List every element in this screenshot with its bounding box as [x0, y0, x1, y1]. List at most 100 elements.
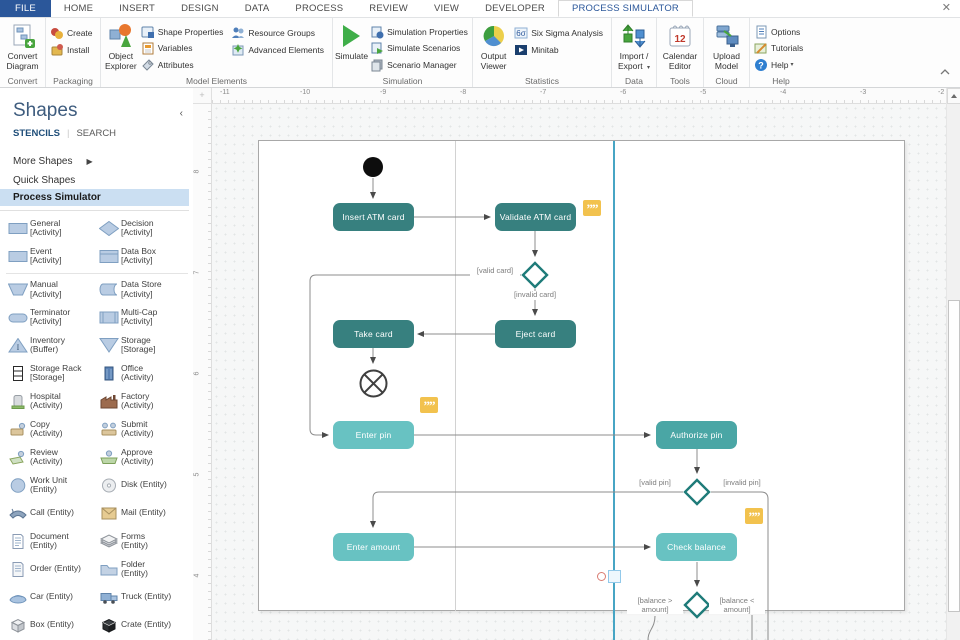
note-icon-enter-pin[interactable]: ””: [420, 397, 438, 413]
output-viewer-button[interactable]: Output Viewer: [475, 20, 512, 73]
convert-diagram-button[interactable]: Convert Diagram: [2, 20, 43, 73]
factory-activity-icon: [97, 394, 121, 409]
scrollbar-up-icon[interactable]: [947, 88, 960, 104]
tab-process[interactable]: PROCESS: [295, 3, 344, 14]
shape-folder-entity[interactable]: Folder(Entity): [97, 555, 188, 583]
resource-groups-button[interactable]: Resource Groups: [229, 24, 330, 41]
minitab-button[interactable]: Minitab: [512, 41, 609, 58]
shape-approve-activity[interactable]: Approve(Activity): [97, 443, 188, 471]
group-statistics: Output Viewer 6σ Six Sigma Analysis Mini…: [473, 18, 612, 87]
decision-pin-valid[interactable]: [683, 478, 711, 506]
shape-office-activity[interactable]: Office(Activity): [97, 359, 188, 387]
node-insert-atm-card[interactable]: Insert ATM card: [333, 203, 414, 231]
shape-data-box-activity[interactable]: Data Box[Activity]: [97, 242, 188, 270]
shape-terminator-activity[interactable]: Terminator[Activity]: [6, 303, 97, 331]
node-enter-amount[interactable]: Enter amount: [333, 533, 414, 561]
shape-work-unit-entity[interactable]: Work Unit(Entity): [6, 471, 97, 499]
advanced-elements-button[interactable]: Advanced Elements: [229, 41, 330, 58]
tab-stencils[interactable]: STENCILS: [13, 128, 60, 139]
tab-review[interactable]: REVIEW: [369, 3, 408, 14]
shape-disk-entity[interactable]: Disk (Entity): [97, 471, 188, 499]
shape-properties-button[interactable]: Shape Properties: [139, 24, 230, 40]
six-sigma-button[interactable]: 6σ Six Sigma Analysis: [512, 24, 609, 41]
scrollbar-thumb[interactable]: [948, 300, 960, 612]
object-explorer-button[interactable]: Object Explorer: [103, 20, 139, 73]
note-icon-validate[interactable]: ””: [583, 200, 601, 216]
close-icon[interactable]: ✕: [941, 2, 951, 14]
tab-home[interactable]: HOME: [63, 3, 94, 14]
simulate-scenarios-button[interactable]: Simulate Scenarios: [368, 40, 474, 56]
node-check-balance[interactable]: Check balance: [656, 533, 737, 561]
stencil-process-simulator[interactable]: Process Simulator: [0, 189, 189, 206]
shape-forms-entity[interactable]: Forms(Entity): [97, 527, 188, 555]
more-shapes-link[interactable]: More Shapes▶: [13, 156, 93, 167]
selection-handle-blue[interactable]: [608, 570, 621, 583]
upload-model-button[interactable]: Upload Model: [706, 20, 747, 73]
tab-process-simulator[interactable]: PROCESS SIMULATOR: [557, 0, 693, 17]
tutorials-button[interactable]: Tutorials: [752, 40, 809, 56]
tab-view[interactable]: VIEW: [433, 3, 460, 14]
group-convert: Convert Diagram Convert: [0, 18, 46, 87]
tab-design[interactable]: DESIGN: [181, 3, 219, 14]
end-node[interactable]: [358, 368, 389, 399]
shape-car-entity[interactable]: Car (Entity): [6, 583, 97, 611]
start-node[interactable]: [362, 156, 384, 178]
note-icon-check-balance[interactable]: ””: [745, 508, 763, 524]
shape-review-activity[interactable]: Review(Activity): [6, 443, 97, 471]
tab-insert[interactable]: INSERT: [119, 3, 156, 14]
shape-submit-activity[interactable]: Submit(Activity): [97, 415, 188, 443]
decision-balance[interactable]: [683, 591, 711, 619]
shape-storage-storage[interactable]: Storage[Storage]: [97, 331, 188, 359]
calendar-editor-button[interactable]: 12 Calendar Editor: [659, 20, 701, 73]
shape-multi-cap-activity[interactable]: Multi-Cap[Activity]: [97, 303, 188, 331]
shape-factory-activity[interactable]: Factory(Activity): [97, 387, 188, 415]
shape-copy-activity[interactable]: Copy(Activity): [6, 415, 97, 443]
scenario-manager-button[interactable]: Scenario Manager: [368, 57, 474, 73]
shape-manual-activity[interactable]: Manual[Activity]: [6, 276, 97, 303]
options-button[interactable]: Options: [752, 24, 809, 40]
tab-search[interactable]: SEARCH: [76, 128, 117, 139]
attributes-button[interactable]: Attributes: [139, 57, 230, 73]
drawing-canvas[interactable]: Insert ATM card Validate ATM card ”” [va…: [212, 104, 946, 640]
install-button[interactable]: Install: [48, 41, 99, 58]
shape-document-entity[interactable]: Document(Entity): [6, 527, 97, 555]
simulate-button[interactable]: Simulate: [335, 20, 368, 73]
variables-button[interactable]: Variables: [139, 40, 230, 56]
decision-card-valid[interactable]: [521, 261, 549, 289]
shape-mail-entity[interactable]: Mail (Entity): [97, 499, 188, 527]
node-eject-card[interactable]: Eject card: [495, 320, 576, 348]
ribbon-collapse-icon[interactable]: [940, 63, 950, 75]
import-export-button[interactable]: Import / Export ▾: [614, 20, 654, 73]
simulation-properties-button[interactable]: Simulation Properties: [368, 24, 474, 40]
shape-event-activity[interactable]: Event[Activity]: [6, 242, 97, 270]
shape-order-entity[interactable]: Order (Entity): [6, 555, 97, 583]
tab-file[interactable]: FILE: [0, 0, 51, 17]
node-take-card[interactable]: Take card: [333, 320, 414, 348]
shape-decision-activity[interactable]: Decision[Activity]: [97, 214, 188, 242]
shape-truck-entity[interactable]: Truck (Entity): [97, 583, 188, 611]
shape-data-store-activity[interactable]: Data Store[Activity]: [97, 276, 188, 303]
shape-inventory-buffer[interactable]: I Inventory(Buffer): [6, 331, 97, 359]
create-button[interactable]: Create: [48, 24, 99, 41]
help-button[interactable]: ? Help ▾: [752, 57, 809, 73]
general-activity-icon: [6, 221, 30, 236]
shape-crate-entity[interactable]: Crate (Entity): [97, 611, 188, 639]
shape-box-entity[interactable]: Box (Entity): [6, 611, 97, 639]
tab-developer[interactable]: DEVELOPER: [485, 3, 545, 14]
node-authorize-pin[interactable]: Authorize pin: [656, 421, 737, 449]
connection-point-red[interactable]: [597, 572, 606, 581]
tab-data[interactable]: DATA: [244, 3, 270, 14]
group-label-tools: Tools: [670, 76, 690, 86]
vertical-scrollbar[interactable]: [946, 88, 960, 640]
panel-collapse-icon[interactable]: ‹: [179, 108, 183, 119]
shape-call-entity[interactable]: Call (Entity): [6, 499, 97, 527]
node-validate-atm-card[interactable]: Validate ATM card: [495, 203, 576, 231]
shape-storage-rack-storage[interactable]: Storage Rack[Storage]: [6, 359, 97, 387]
shape-hospital-activity[interactable]: Hospital(Activity): [6, 387, 97, 415]
hruler-num: -5: [700, 89, 707, 96]
quick-shapes-link[interactable]: Quick Shapes: [13, 175, 76, 186]
guide-line-teal[interactable]: [613, 141, 615, 640]
six-sigma-icon: 6σ: [514, 26, 528, 40]
node-enter-pin[interactable]: Enter pin: [333, 421, 414, 449]
shape-general-activity[interactable]: General[Activity]: [6, 214, 97, 242]
